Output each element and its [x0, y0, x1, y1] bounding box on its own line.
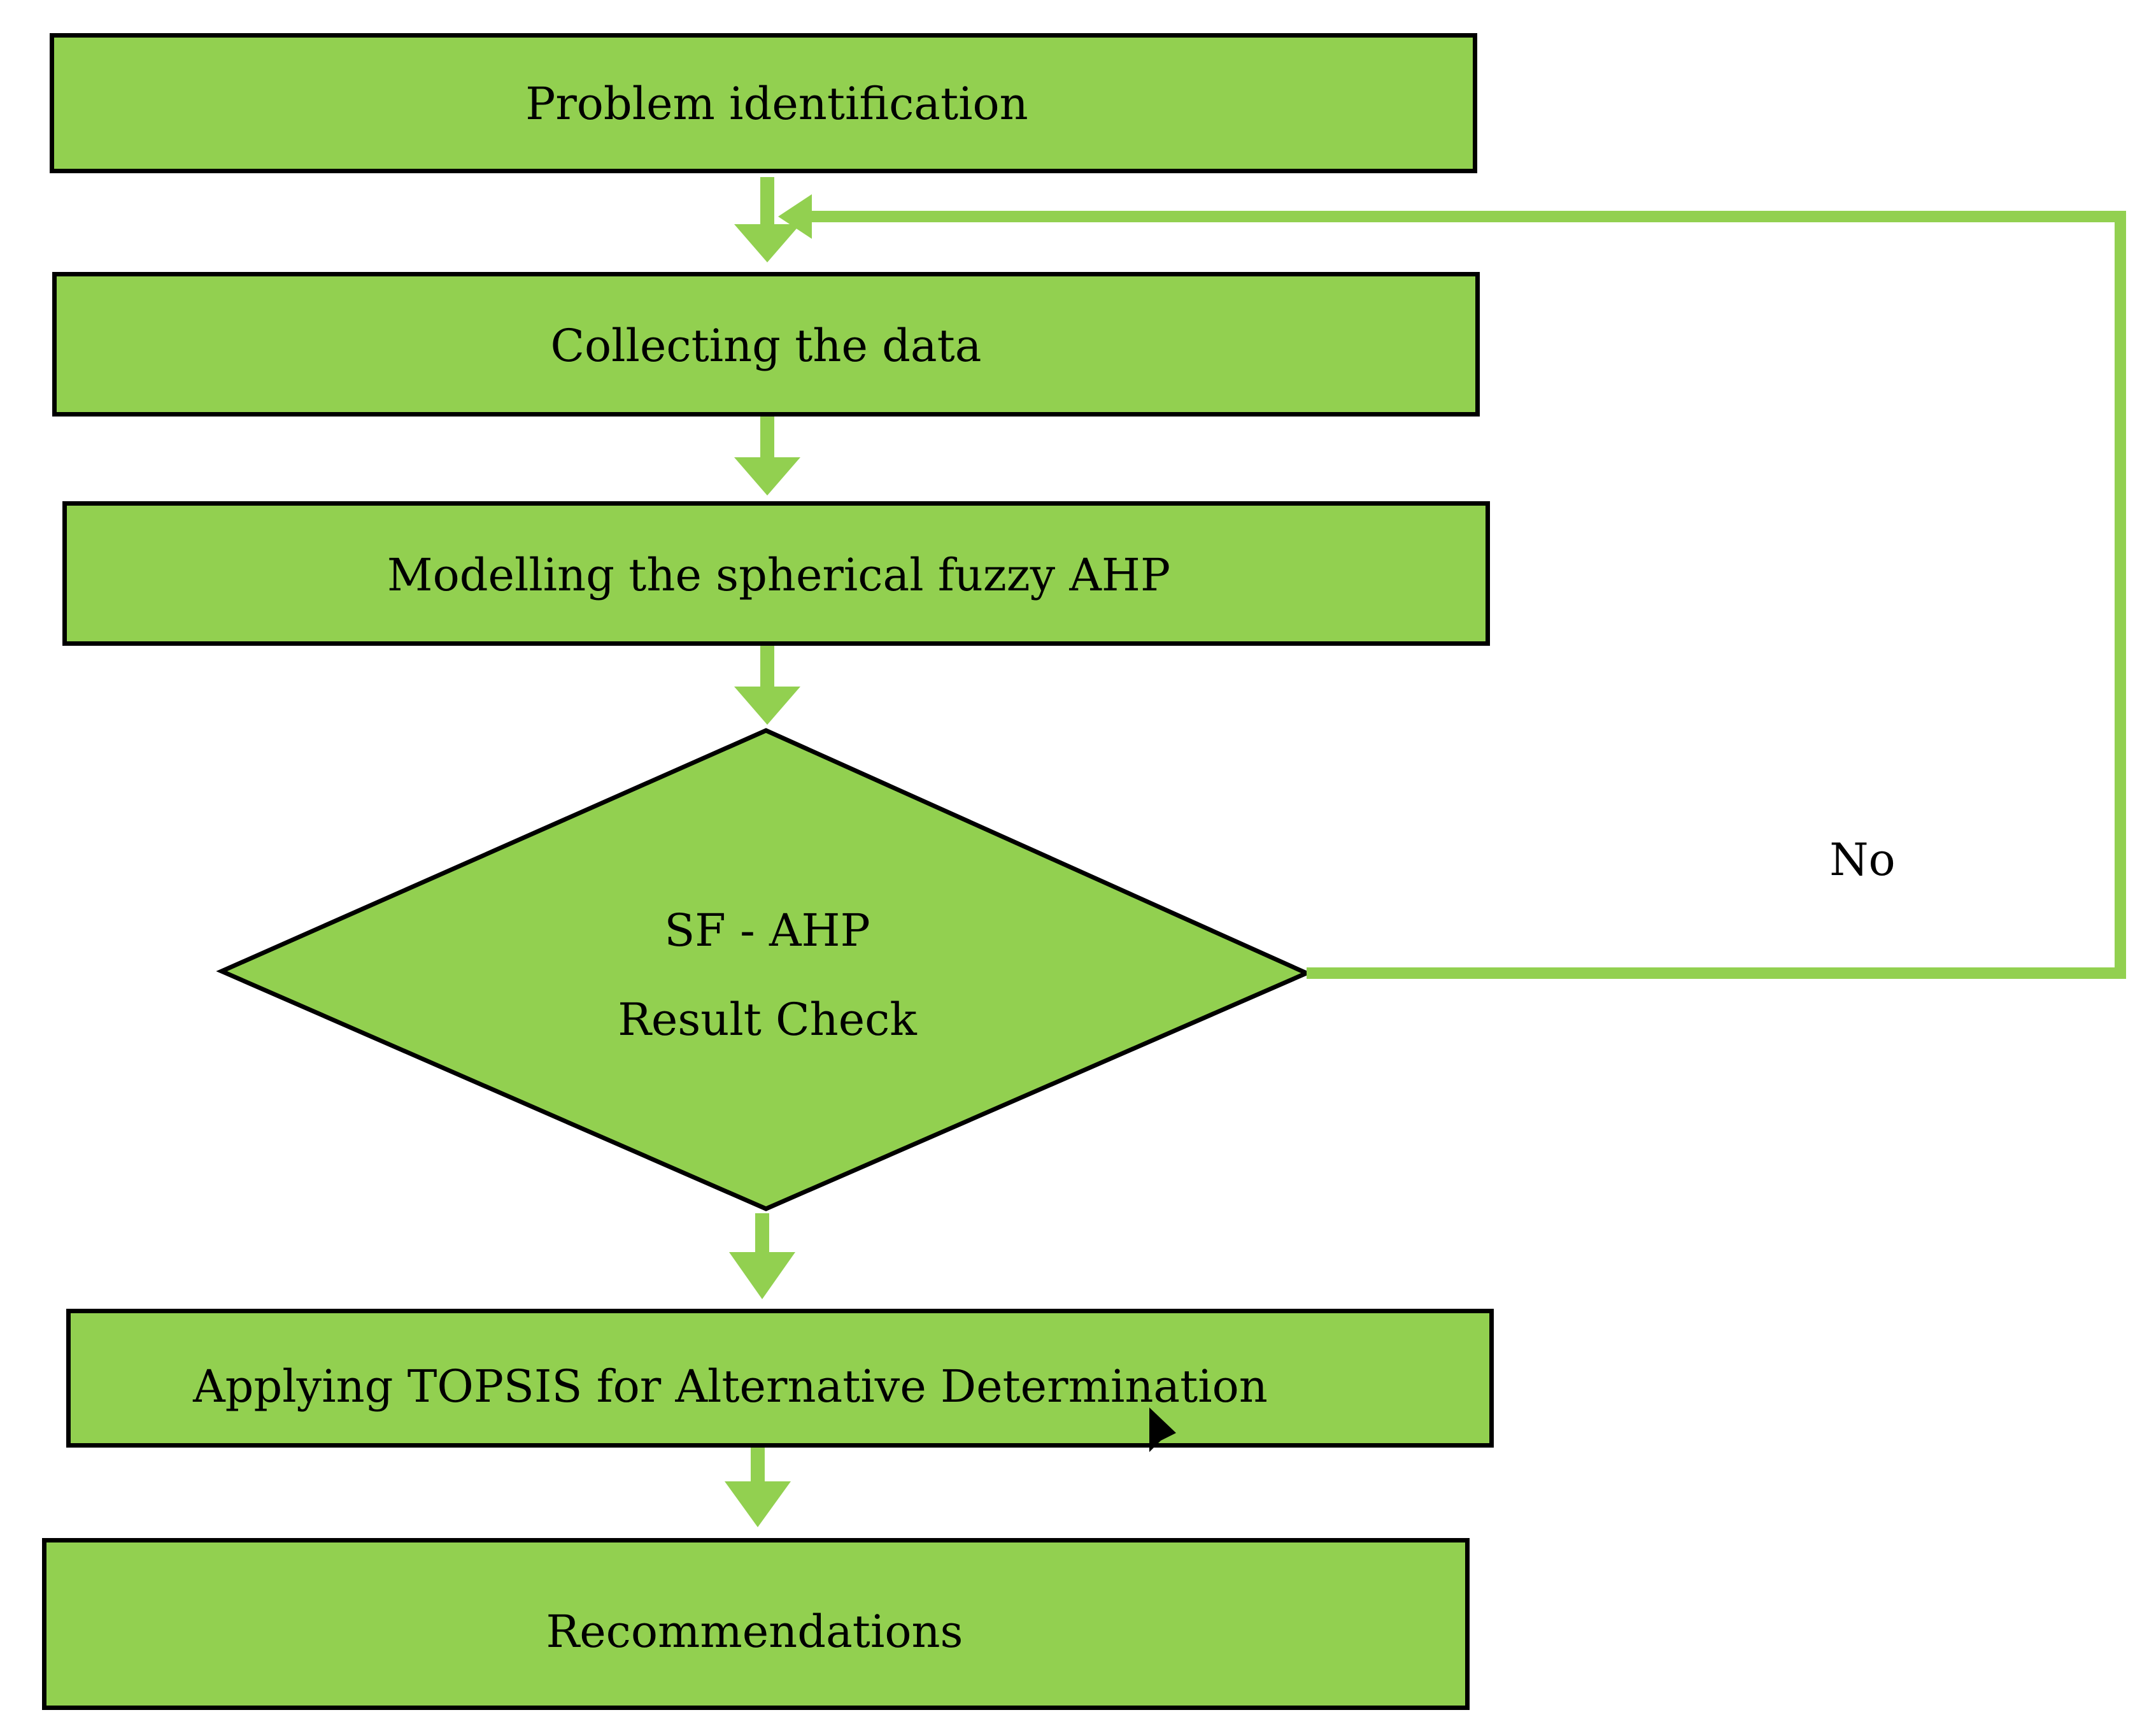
- node-recommendations: [42, 1538, 1470, 1710]
- node-problem-identification: [50, 33, 1477, 173]
- decision-label-line2: Result Check: [618, 994, 917, 1046]
- arrow-topsis-to-recommend: [725, 1444, 791, 1527]
- node-collect-label: Collecting the data: [550, 320, 982, 372]
- node-topsis-label: Applying TOPSIS for Alternative Determin…: [193, 1360, 1268, 1413]
- mouse-cursor-icon: [1149, 1407, 1176, 1452]
- node-problem-label: Problem identification: [525, 78, 1028, 130]
- arrow-decision-to-topsis: [729, 1213, 795, 1299]
- decision-label-line1: SF - AHP: [664, 904, 870, 957]
- node-model-label: Modelling the spherical fuzzy AHP: [387, 549, 1171, 601]
- loop-label-no: No: [1829, 834, 1896, 886]
- node-collecting-data: [52, 272, 1480, 417]
- loop-connector-no: [778, 194, 2126, 979]
- arrow-collect-to-model: [734, 415, 800, 495]
- node-recommend-label: Recommendations: [546, 1606, 963, 1658]
- node-modelling-sf-ahp: [62, 501, 1490, 646]
- arrow-model-to-decision: [734, 645, 800, 725]
- arrow-problem-to-collect: [734, 177, 800, 262]
- node-applying-topsis: [66, 1309, 1494, 1448]
- decision-diamond: [216, 728, 1312, 1211]
